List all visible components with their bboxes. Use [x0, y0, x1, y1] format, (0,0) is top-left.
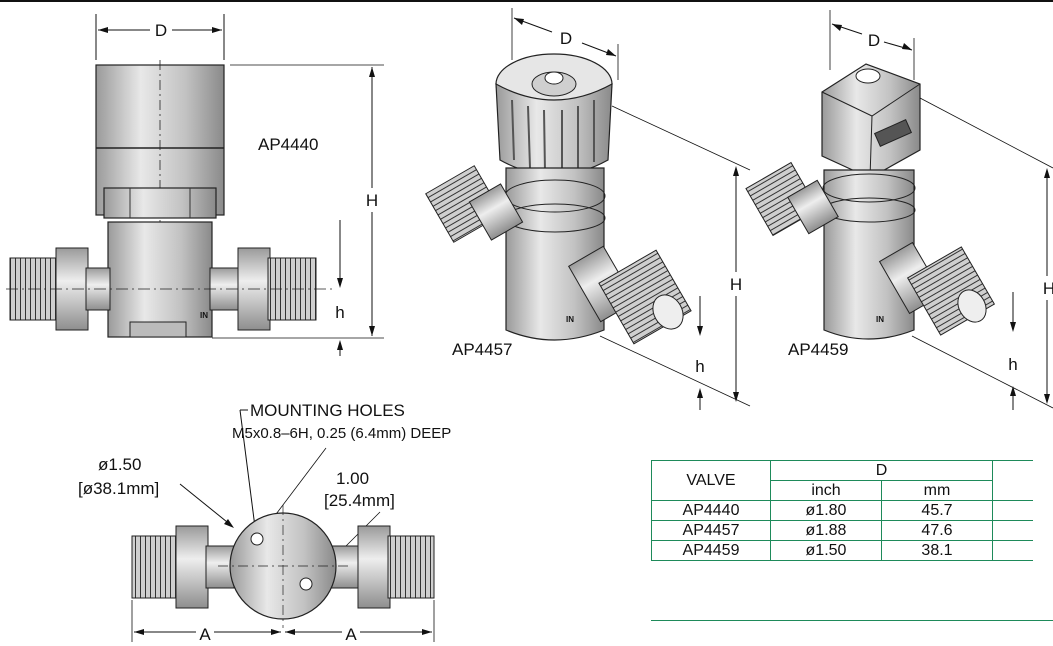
bottom-view: MOUNTING HOLES M5x0.8–6H, 0.25 (6.4mm) D… [78, 401, 451, 644]
table-header-extra [992, 460, 1033, 501]
ap4457-view: D IN H h AP4457 [425, 8, 751, 410]
dimension-table: VALVE D inch mm AP4440 ø1.80 45.7 AP4457… [651, 460, 1033, 561]
dim-a-right: A [345, 625, 357, 644]
table-row: AP4457 ø1.88 47.6 [651, 520, 1033, 541]
hole-spacing-in: 1.00 [336, 469, 369, 488]
cell-mm: 47.6 [881, 520, 993, 541]
table-subheader-mm: mm [881, 480, 993, 501]
ap4459-dim-H: H [1043, 279, 1053, 298]
ap4457-dim-d: D [560, 29, 572, 48]
ap4457-dim-H: H [730, 275, 742, 294]
cell-extra [992, 500, 1033, 521]
ap4457-dim-h: h [695, 357, 704, 376]
table-header-valve: VALVE [651, 460, 771, 501]
table-row: AP4459 ø1.50 38.1 [651, 540, 1033, 561]
dim-a-left: A [199, 625, 211, 644]
mounting-holes-spec: M5x0.8–6H, 0.25 (6.4mm) DEEP [232, 425, 451, 442]
ap4440-dim-H: H [366, 191, 378, 210]
cell-inch: ø1.50 [770, 540, 882, 561]
ap4459-dim-d: D [868, 31, 880, 50]
ap4440-port-mark: IN [200, 311, 208, 320]
hole-spacing-mm: [25.4mm] [324, 491, 395, 510]
cell-inch: ø1.88 [770, 520, 882, 541]
ap4440-dim-h: h [335, 303, 344, 322]
ap4457-label: AP4457 [452, 340, 513, 359]
ap4440-label: AP4440 [258, 135, 319, 154]
ap4440-view: D IN H h AP4440 [6, 14, 384, 356]
cell-mm: 38.1 [881, 540, 993, 561]
ap4440-dim-d: D [155, 21, 167, 40]
table-subheader-inch: inch [770, 480, 882, 501]
ap4459-view: D IN H h AP4459 [745, 10, 1053, 410]
cell-valve: AP4457 [651, 520, 771, 541]
table-row: AP4440 ø1.80 45.7 [651, 500, 1033, 521]
ap4459-dim-h: h [1008, 355, 1017, 374]
cell-inch: ø1.80 [770, 500, 882, 521]
ap4440-body [107, 221, 213, 338]
top-border [0, 0, 1053, 2]
ap4459-label: AP4459 [788, 340, 849, 359]
mounting-holes-title: MOUNTING HOLES [250, 401, 405, 420]
table-bottom-rule [651, 620, 1053, 621]
mounting-hole-2 [299, 577, 313, 591]
body-dia-mm: [ø38.1mm] [78, 479, 159, 498]
cell-mm: 45.7 [881, 500, 993, 521]
cell-valve: AP4440 [651, 500, 771, 521]
cell-extra [992, 520, 1033, 541]
ap4457-port-mark: IN [566, 315, 574, 324]
body-dia-in: ø1.50 [98, 455, 141, 474]
cell-extra [992, 540, 1033, 561]
ap4459-port-mark: IN [876, 315, 884, 324]
cell-valve: AP4459 [651, 540, 771, 561]
mounting-hole-1 [250, 532, 264, 546]
table-header-d: D [770, 460, 993, 481]
